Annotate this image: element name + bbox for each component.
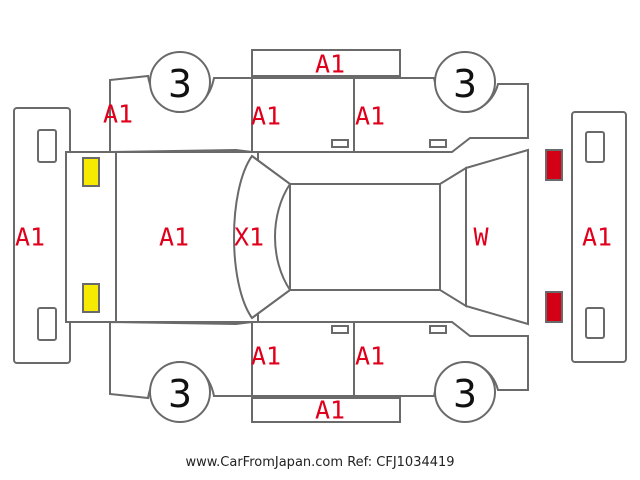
mark-rear-window: W — [473, 223, 489, 252]
mark-rear-bumper: A1 — [582, 223, 612, 252]
front-light-bottom — [82, 283, 100, 313]
mark-rear-right-door: A1 — [355, 342, 385, 371]
front-light-top — [82, 157, 100, 187]
mark-roof-top-edge: A1 — [315, 50, 345, 79]
mark-bottom-sill: A1 — [315, 396, 345, 425]
footer-site: www.CarFromJapan.com — [185, 455, 344, 470]
wheel-front-right: 3 — [149, 361, 211, 423]
wheel-rear-left-label: 3 — [453, 62, 477, 106]
top-side-strip — [251, 49, 401, 77]
trunk-panel — [465, 148, 529, 326]
wheel-front-left-label: 3 — [168, 62, 192, 106]
wheel-rear-left: 3 — [434, 51, 496, 113]
mark-rear-left-door: A1 — [355, 102, 385, 131]
roof-panel — [289, 183, 441, 291]
rear-light-top — [545, 149, 563, 181]
rear-light-bottom — [545, 291, 563, 323]
rear-window-panel — [439, 166, 467, 308]
wheel-front-right-label: 3 — [168, 372, 192, 416]
mark-windshield: X1 — [234, 223, 264, 252]
mark-hood: A1 — [159, 223, 189, 252]
wheel-rear-right-label: 3 — [453, 372, 477, 416]
footer-ref: Ref: CFJ1034419 — [347, 455, 455, 470]
mark-front-right-door: A1 — [251, 342, 281, 371]
wheel-front-left: 3 — [149, 51, 211, 113]
mark-front-bumper: A1 — [15, 223, 45, 252]
mark-front-left-fender: A1 — [103, 100, 133, 129]
bottom-side-strip — [251, 397, 401, 423]
wheel-rear-right: 3 — [434, 361, 496, 423]
mark-front-left-door: A1 — [251, 102, 281, 131]
footer-reference: www.CarFromJapan.com Ref: CFJ1034419 — [0, 455, 640, 470]
rear-bumper — [571, 111, 627, 363]
